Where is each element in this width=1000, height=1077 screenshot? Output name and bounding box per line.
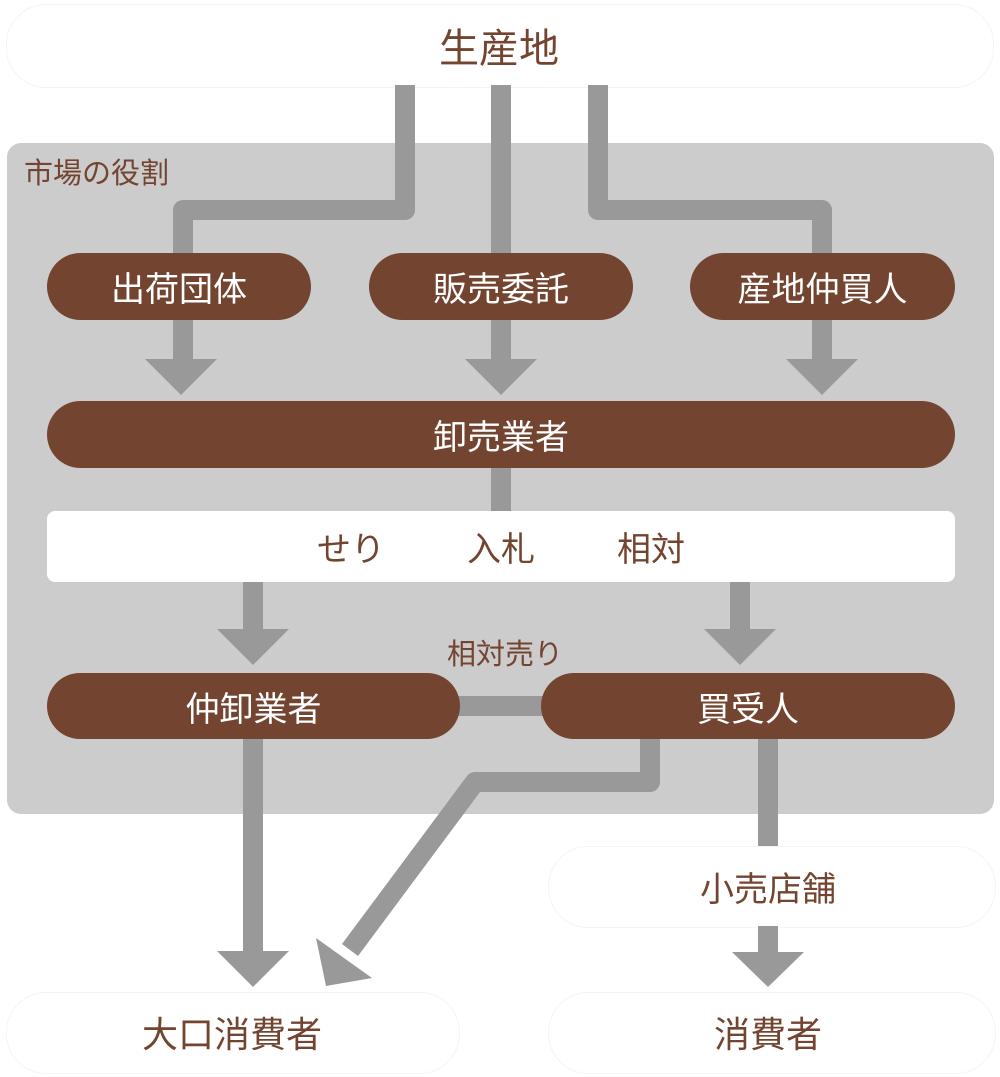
node-shipping-group: 出荷団体 (47, 253, 311, 320)
method-negotiated: 相対 (617, 530, 685, 570)
arrowhead-consignment (465, 359, 537, 395)
arrowhead-consumer (732, 952, 804, 987)
method-auction: せり (317, 530, 385, 570)
bulk-consumer-label: 大口消費者 (141, 1015, 322, 1056)
node-sales-consignment: 販売委託 (369, 253, 633, 320)
arrowhead-bulk-straight (217, 951, 289, 987)
market-title: 市場の役割 (24, 156, 170, 190)
consumer-box (548, 992, 996, 1074)
arrowhead-bulk-diagonal (316, 938, 372, 986)
consumer-label: 消費者 (713, 1015, 822, 1056)
source-box (6, 4, 994, 88)
node-middle-wholesaler: 仲卸業者 (47, 673, 460, 739)
arrowhead-buyer (704, 629, 776, 665)
retail-box (548, 846, 996, 928)
arrowhead-broker (786, 359, 858, 395)
node-wholesaler: 卸売業者 (47, 401, 955, 468)
trade-methods-box: せり 入札 相対 (47, 511, 955, 582)
negotiated-sale-label: 相対売り (446, 637, 563, 671)
node-local-broker: 産地仲買人 (690, 253, 955, 320)
bulk-consumer-box (6, 992, 460, 1074)
node-authorized-buyer: 買受人 (541, 673, 955, 739)
method-tender: 入札 (467, 530, 535, 570)
arrowhead-shipping (145, 359, 217, 395)
source-label: 生産地 (439, 26, 559, 72)
retail-label: 小売店舗 (700, 869, 836, 910)
flow-buyer-to-bulk (341, 738, 660, 956)
arrowhead-middle (217, 629, 289, 665)
